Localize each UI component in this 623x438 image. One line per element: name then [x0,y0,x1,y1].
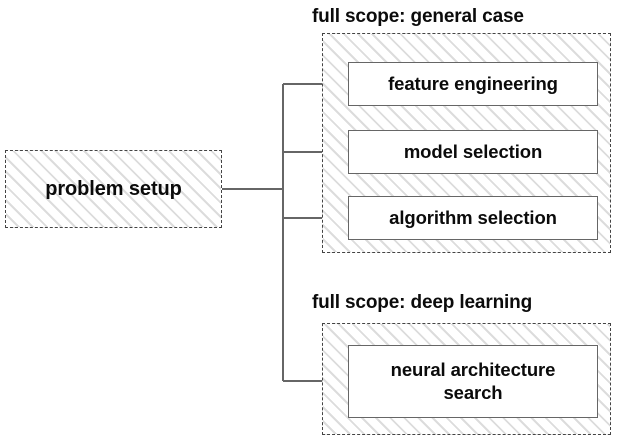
node-problem-setup[interactable]: problem setup [5,150,222,228]
node-neural-architecture-search[interactable]: neural architecture search [348,345,598,418]
node-neural-architecture-search-label: neural architecture search [390,358,556,403]
node-model-selection-label: model selection [403,140,543,162]
node-problem-setup-label: problem setup [45,177,182,200]
node-algorithm-selection-label: algorithm selection [389,206,557,228]
node-model-selection[interactable]: model selection [348,130,598,174]
group-caption-general-case: full scope: general case [312,6,524,27]
node-feature-engineering-label: feature engineering [388,72,558,94]
group-caption-deep-learning: full scope: deep learning [312,292,533,313]
node-feature-engineering[interactable]: feature engineering [348,62,598,106]
node-algorithm-selection[interactable]: algorithm selection [348,196,598,240]
